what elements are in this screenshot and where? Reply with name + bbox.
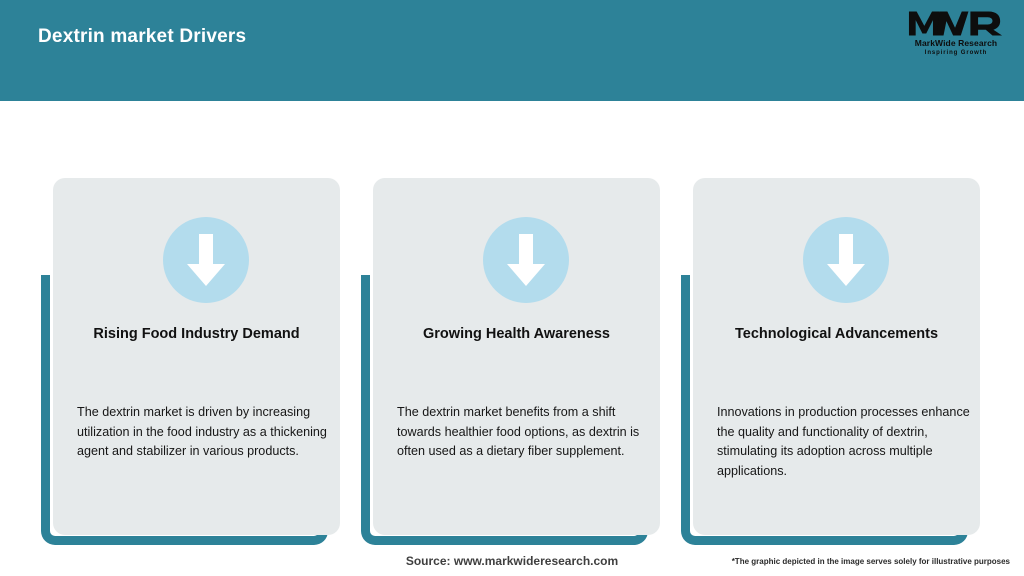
- driver-card-group-2: Growing Health Awareness The dextrin mar…: [358, 101, 678, 545]
- driver-card-body: The dextrin market benefits from a shift…: [397, 405, 640, 459]
- logo-company-name: MarkWide Research: [914, 38, 998, 48]
- driver-card[interactable]: Rising Food Industry Demand The dextrin …: [53, 178, 340, 535]
- driver-card-title: Technological Advancements: [734, 326, 939, 342]
- driver-card-title: Rising Food Industry Demand: [93, 326, 300, 342]
- logo-tagline: Inspiring Growth: [924, 49, 988, 56]
- driver-card[interactable]: Technological Advancements Innovations i…: [693, 178, 980, 535]
- drivers-card-row: Rising Food Industry Demand The dextrin …: [0, 101, 1024, 545]
- driver-card[interactable]: Growing Health Awareness The dextrin mar…: [373, 178, 660, 535]
- mwr-logo-icon: [908, 11, 1003, 36]
- brand-logo: MarkWide Research Inspiring Growth: [900, 8, 1012, 62]
- driver-card-group-1: Rising Food Industry Demand The dextrin …: [38, 101, 358, 545]
- driver-card-title: Growing Health Awareness: [423, 326, 610, 342]
- arrow-down-icon: [483, 217, 569, 303]
- page-title: Dextrin market Drivers: [38, 26, 247, 47]
- source-label: Source: www.markwideresearch.com: [405, 554, 619, 568]
- arrow-down-glyph: [827, 234, 865, 286]
- arrow-down-glyph: [507, 234, 545, 286]
- disclaimer-note: *The graphic depicted in the image serve…: [731, 557, 1010, 566]
- arrow-down-icon: [163, 217, 249, 303]
- driver-card-body: The dextrin market is driven by increasi…: [77, 405, 327, 459]
- arrow-down-glyph: [187, 234, 225, 286]
- arrow-down-icon: [803, 217, 889, 303]
- driver-card-group-3: Technological Advancements Innovations i…: [678, 101, 998, 545]
- driver-card-body: Innovations in production processes enha…: [717, 405, 970, 478]
- page-header: Dextrin market Drivers MarkWide Research…: [0, 0, 1024, 101]
